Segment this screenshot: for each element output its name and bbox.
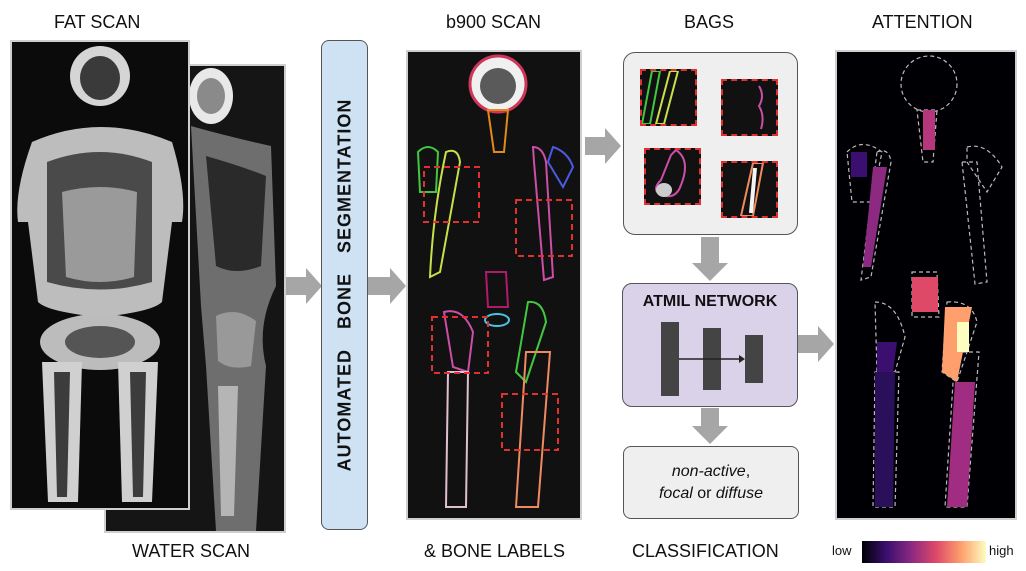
network-layer-1 (661, 322, 679, 396)
classification-box: non-active, focal or diffuse (623, 446, 799, 519)
atmil-network-box: ATMIL NETWORK (622, 283, 798, 407)
colorbar-low-label: low (832, 543, 852, 558)
bag-thumbnail-2 (721, 79, 778, 136)
attention-colorbar (862, 541, 986, 563)
bone-labels-label: & BONE LABELS (424, 541, 566, 561)
colorbar-high-label: high (989, 543, 1014, 558)
automated-bone-segmentation-box: AUTOMATED BONE SEGMENTATION (321, 40, 368, 530)
arrow-to-network (692, 237, 728, 281)
class-diffuse: diffuse (715, 485, 764, 502)
bags-label: BAGS (684, 12, 735, 32)
bags-box (623, 52, 798, 235)
classification-line-2: focal or diffuse (658, 485, 764, 502)
arrow-to-segmentation (286, 268, 322, 304)
b900-scan-image (406, 50, 582, 520)
network-title: ATMIL NETWORK (642, 293, 778, 310)
bag-thumbnail-4 (721, 161, 778, 218)
attention-label: ATTENTION (872, 12, 973, 32)
class-focal: focal (658, 485, 693, 502)
network-diagram (661, 322, 763, 396)
classification-label: CLASSIFICATION (632, 541, 779, 561)
arrow-to-attention (798, 326, 834, 362)
arrow-to-b900 (368, 268, 406, 304)
b900-scan-label: b900 SCAN (446, 12, 542, 32)
fat-scan-image (10, 40, 190, 510)
classification-line-1: non-active, (671, 463, 751, 480)
attention-map-image (835, 50, 1017, 520)
network-layer-3 (745, 335, 763, 383)
class-non-active: non-active (671, 463, 746, 480)
fat-scan-label: FAT SCAN (54, 12, 141, 32)
segmentation-label: AUTOMATED BONE SEGMENTATION (334, 98, 354, 472)
arrow-to-classification (692, 408, 728, 444)
bag-thumbnail-3 (644, 148, 701, 205)
water-scan-label: WATER SCAN (132, 541, 251, 561)
arrow-to-bags (585, 128, 621, 164)
bag-thumbnail-1 (640, 69, 697, 126)
